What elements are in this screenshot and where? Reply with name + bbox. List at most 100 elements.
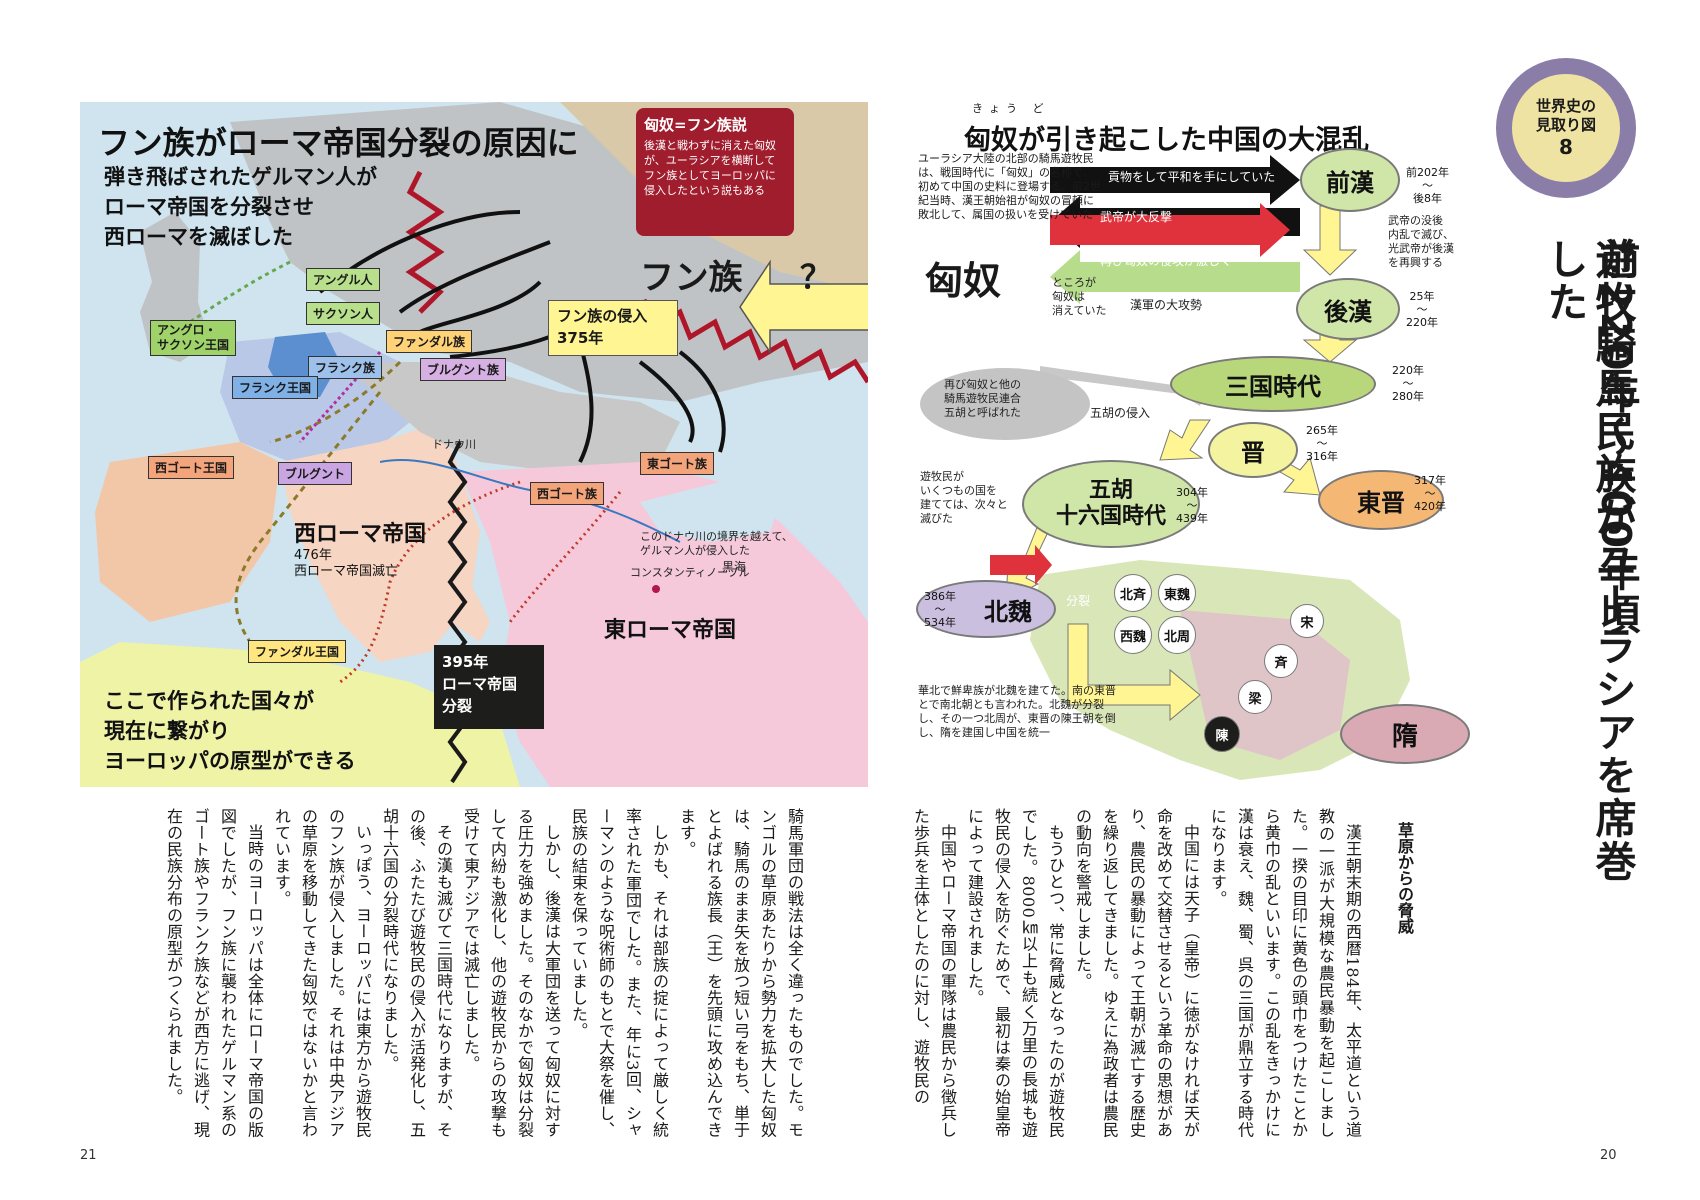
wuhu-line: 五胡 (1088, 478, 1133, 503)
dynasty-jin: 晋 (1208, 422, 1298, 478)
note-coalition: 再び匈奴と他の 騎馬遊牧民連合 五胡と呼ばれた (944, 378, 1021, 420)
paragraph: もうひとつ、常に脅威となったのが遊牧民でした。8000㎞以上も続く万里の長城も遊… (965, 808, 1065, 1138)
tribe-visigoths: 西ゴート族 (530, 482, 605, 505)
wuhu-years: 304年 〜 439年 (1176, 486, 1208, 525)
theory-body: 後漢と戦わずに消えた匈奴が、ユーラシアを横断してフン族としてヨーロッパに侵入した… (644, 139, 776, 197)
map-bottom-line: ここで作られた国々が (104, 689, 314, 713)
paragraph: 騎馬軍団の戦法は全く違ったものでした。モンゴルの草原あたりから勢力を拡大した匈奴… (677, 808, 804, 1138)
east-rome-name: 東ローマ帝国 (604, 618, 737, 643)
note-line: 武帝の没後 (1388, 214, 1443, 227)
invasion-line: フン族の侵入 (557, 307, 648, 325)
badge-line: 見取り図 (1535, 116, 1596, 134)
invasion-year: 375年 (557, 329, 604, 347)
note-line: 建てては、次々と (920, 498, 1008, 511)
year-line: 317年 (1414, 474, 1446, 487)
jin-years: 265年 〜 316年 (1306, 424, 1338, 463)
china-intro: ユーラシア大陸の北部の騎馬遊牧民は、戦国時代に「匈奴」の名称で、初めて中国の史料… (918, 152, 1101, 221)
map-subtitle: 弾き飛ばされたゲルマン人が ローマ帝国を分裂させ 西ローマを滅ぼした (104, 162, 404, 252)
year-line: 280年 (1392, 390, 1424, 403)
chapter-title-line2: 遊牧騎馬民族がユーラシアを席巻した (1540, 238, 1636, 883)
paragraph: その漢も滅びて三国時代になりますが、その後、ふたたび遊牧民の侵入が活発化し、五胡… (380, 808, 453, 1138)
year-line: 220年 (1392, 364, 1424, 377)
dynasty-former-han: 前漢 (1300, 148, 1400, 212)
arrow-big-attack-text: 漢軍の大攻勢 (1130, 298, 1203, 312)
tribe-burgundians: ブルグント族 (420, 358, 507, 381)
split-line: ローマ帝国 (442, 675, 518, 693)
map-title: フン族がローマ帝国分裂の原因に (98, 124, 579, 162)
state-northern-qi: 北斉 (1114, 574, 1152, 612)
dynasty-northern-wei: 北魏 (916, 580, 1056, 638)
note-line: 光武帝が後漢 (1388, 242, 1454, 255)
paragraph: 中国やローマ帝国の軍隊は農民から徴兵した歩兵を主体としたのに対し、遊牧民の (911, 808, 957, 1138)
constantinople-label: コンスタンティノープル (630, 566, 750, 579)
paragraph: いっぽう、ヨーロッパには東方から遊牧民のフン族が侵入しました。それは中央アジアの… (272, 808, 372, 1138)
note-disappeared: ところが 匈奴は 消えていた (1052, 276, 1106, 318)
paragraph: 漢王朝末期の西暦184年、太平道という道教の一派が大規模な農民暴動を起こしました… (1208, 808, 1362, 1138)
tribe-franks: フランク族 (308, 356, 383, 379)
hun-invasion-box: フン族の侵入 375年 (548, 300, 678, 356)
arrow-tribute-text: 貢物をして平和を手にしていた (1108, 170, 1276, 184)
note-line: 騎馬遊牧民連合 (944, 392, 1021, 405)
anglo-saxon-line: アングロ・ (157, 323, 217, 337)
state-liang: 梁 (1238, 680, 1272, 714)
note-line: 消えていた (1052, 304, 1107, 317)
northern-wei-years: 386年 〜 534年 (924, 590, 956, 629)
year-line: 386年 (924, 590, 956, 603)
tribe-angles: アングル人 (306, 268, 380, 291)
year-line: 304年 (1176, 486, 1208, 499)
note-wudi: 武帝の没後 内乱で滅び、 光武帝が後漢 を再興する (1388, 214, 1454, 270)
black-sea-label: 黒海 (722, 560, 747, 574)
note-line: 内乱で滅び、 (1388, 228, 1454, 241)
frank-kingdom: フランク王国 (232, 376, 319, 399)
year-line: 〜 (1402, 377, 1414, 390)
dynasty-wuhu: 五胡 十六国時代 (1022, 460, 1200, 548)
map-bottom-caption: ここで作られた国々が 現在に繋がり ヨーロッパの原型ができる (104, 686, 434, 776)
rome-split-box: 395年 ローマ帝国 分裂 (434, 645, 544, 729)
eastern-jin-years: 317年 〜 420年 (1414, 474, 1446, 513)
hun-label: フン族 (640, 258, 743, 298)
year-line: 〜 (1186, 499, 1198, 512)
body-text-right: 漢王朝末期の西暦184年、太平道という道教の一派が大規模な農民暴動を起こしました… (896, 808, 1366, 1138)
west-rome-year: 476年 (294, 548, 332, 563)
former-han-years: 前202年 〜 後8年 (1406, 166, 1449, 205)
anglo-saxon-kingdom: アングロ・ サクソン王国 (150, 320, 237, 356)
xiongnu-hun-theory-box: 匈奴=フン族説 後漢と戦わずに消えた匈奴が、ユーラシアを横断してフン族としてヨー… (636, 108, 794, 236)
year-line: 439年 (1176, 512, 1208, 525)
three-kingdoms-years: 220年 〜 280年 (1392, 364, 1424, 403)
body-text-left: 騎馬軍団の戦法は全く違ったものでした。モンゴルの草原あたりから勢力を拡大した匈奴… (90, 808, 808, 1138)
tribe-saxons: サクソン人 (306, 302, 381, 325)
year-line: 265年 (1306, 424, 1338, 437)
map-subtitle-line: ローマ帝国を分裂させ (104, 195, 314, 219)
year-line: 25年 (1409, 290, 1435, 303)
xiongnu-label: 匈奴 (925, 259, 1002, 303)
paragraph: しかし、後漢は大軍団を送って匈奴に対する圧力を強めました。そのなかで匈奴は分裂し… (461, 808, 561, 1138)
note-line: 匈奴は (1052, 290, 1085, 303)
note-line: いくつもの国を (920, 484, 997, 497)
year-line: 前202年 (1406, 166, 1449, 179)
year-line: 〜 (1416, 303, 1428, 316)
state-western-wei: 西魏 (1114, 616, 1152, 654)
visigoth-kingdom: 西ゴート王国 (148, 456, 235, 479)
year-line: 〜 (934, 603, 946, 616)
paragraph: 中国には天子（皇帝）に徳がなければ天が命を改めて交替させるという革命の思想があり… (1073, 808, 1200, 1138)
west-rome-block: 西ローマ帝国 476年 西ローマ帝国滅亡 (294, 516, 426, 580)
paragraph: 当時のヨーロッパは全体にローマ帝国の版図でしたが、フン族に襲われたゲルマン系のゴ… (164, 808, 264, 1138)
china-title-ruby: きょう ど (972, 102, 1050, 115)
note-sui: 華北で鮮卑族が北魏を建てた。南の東晋とで南北朝とも言われた。北魏が分裂し、その一… (918, 684, 1116, 739)
dynasty-sui: 隋 (1340, 704, 1470, 764)
west-rome-name: 西ローマ帝国 (294, 522, 427, 547)
state-eastern-wei: 東魏 (1158, 574, 1196, 612)
china-title: 匈奴が引き起こした中国の大混乱 (964, 125, 1369, 156)
map-bottom-line: ヨーロッパの原型ができる (104, 749, 356, 773)
danube-note-line: ゲルマン人が侵入した (640, 544, 750, 557)
year-line: 後8年 (1413, 192, 1442, 205)
question-mark: ？ (800, 258, 833, 296)
page-number-left: 21 (80, 1148, 97, 1163)
year-line: 316年 (1306, 450, 1338, 463)
state-song: 宋 (1290, 604, 1324, 638)
paragraph: しかも、それは部族の掟によって厳しく統率された軍団でした。また、年に3回、シャー… (569, 808, 669, 1138)
state-qi: 斉 (1264, 644, 1298, 678)
danube-label: ドナウ川 (432, 438, 476, 451)
split-year: 395年 (442, 653, 489, 671)
dynasty-eastern-jin: 東晋 (1318, 470, 1444, 530)
